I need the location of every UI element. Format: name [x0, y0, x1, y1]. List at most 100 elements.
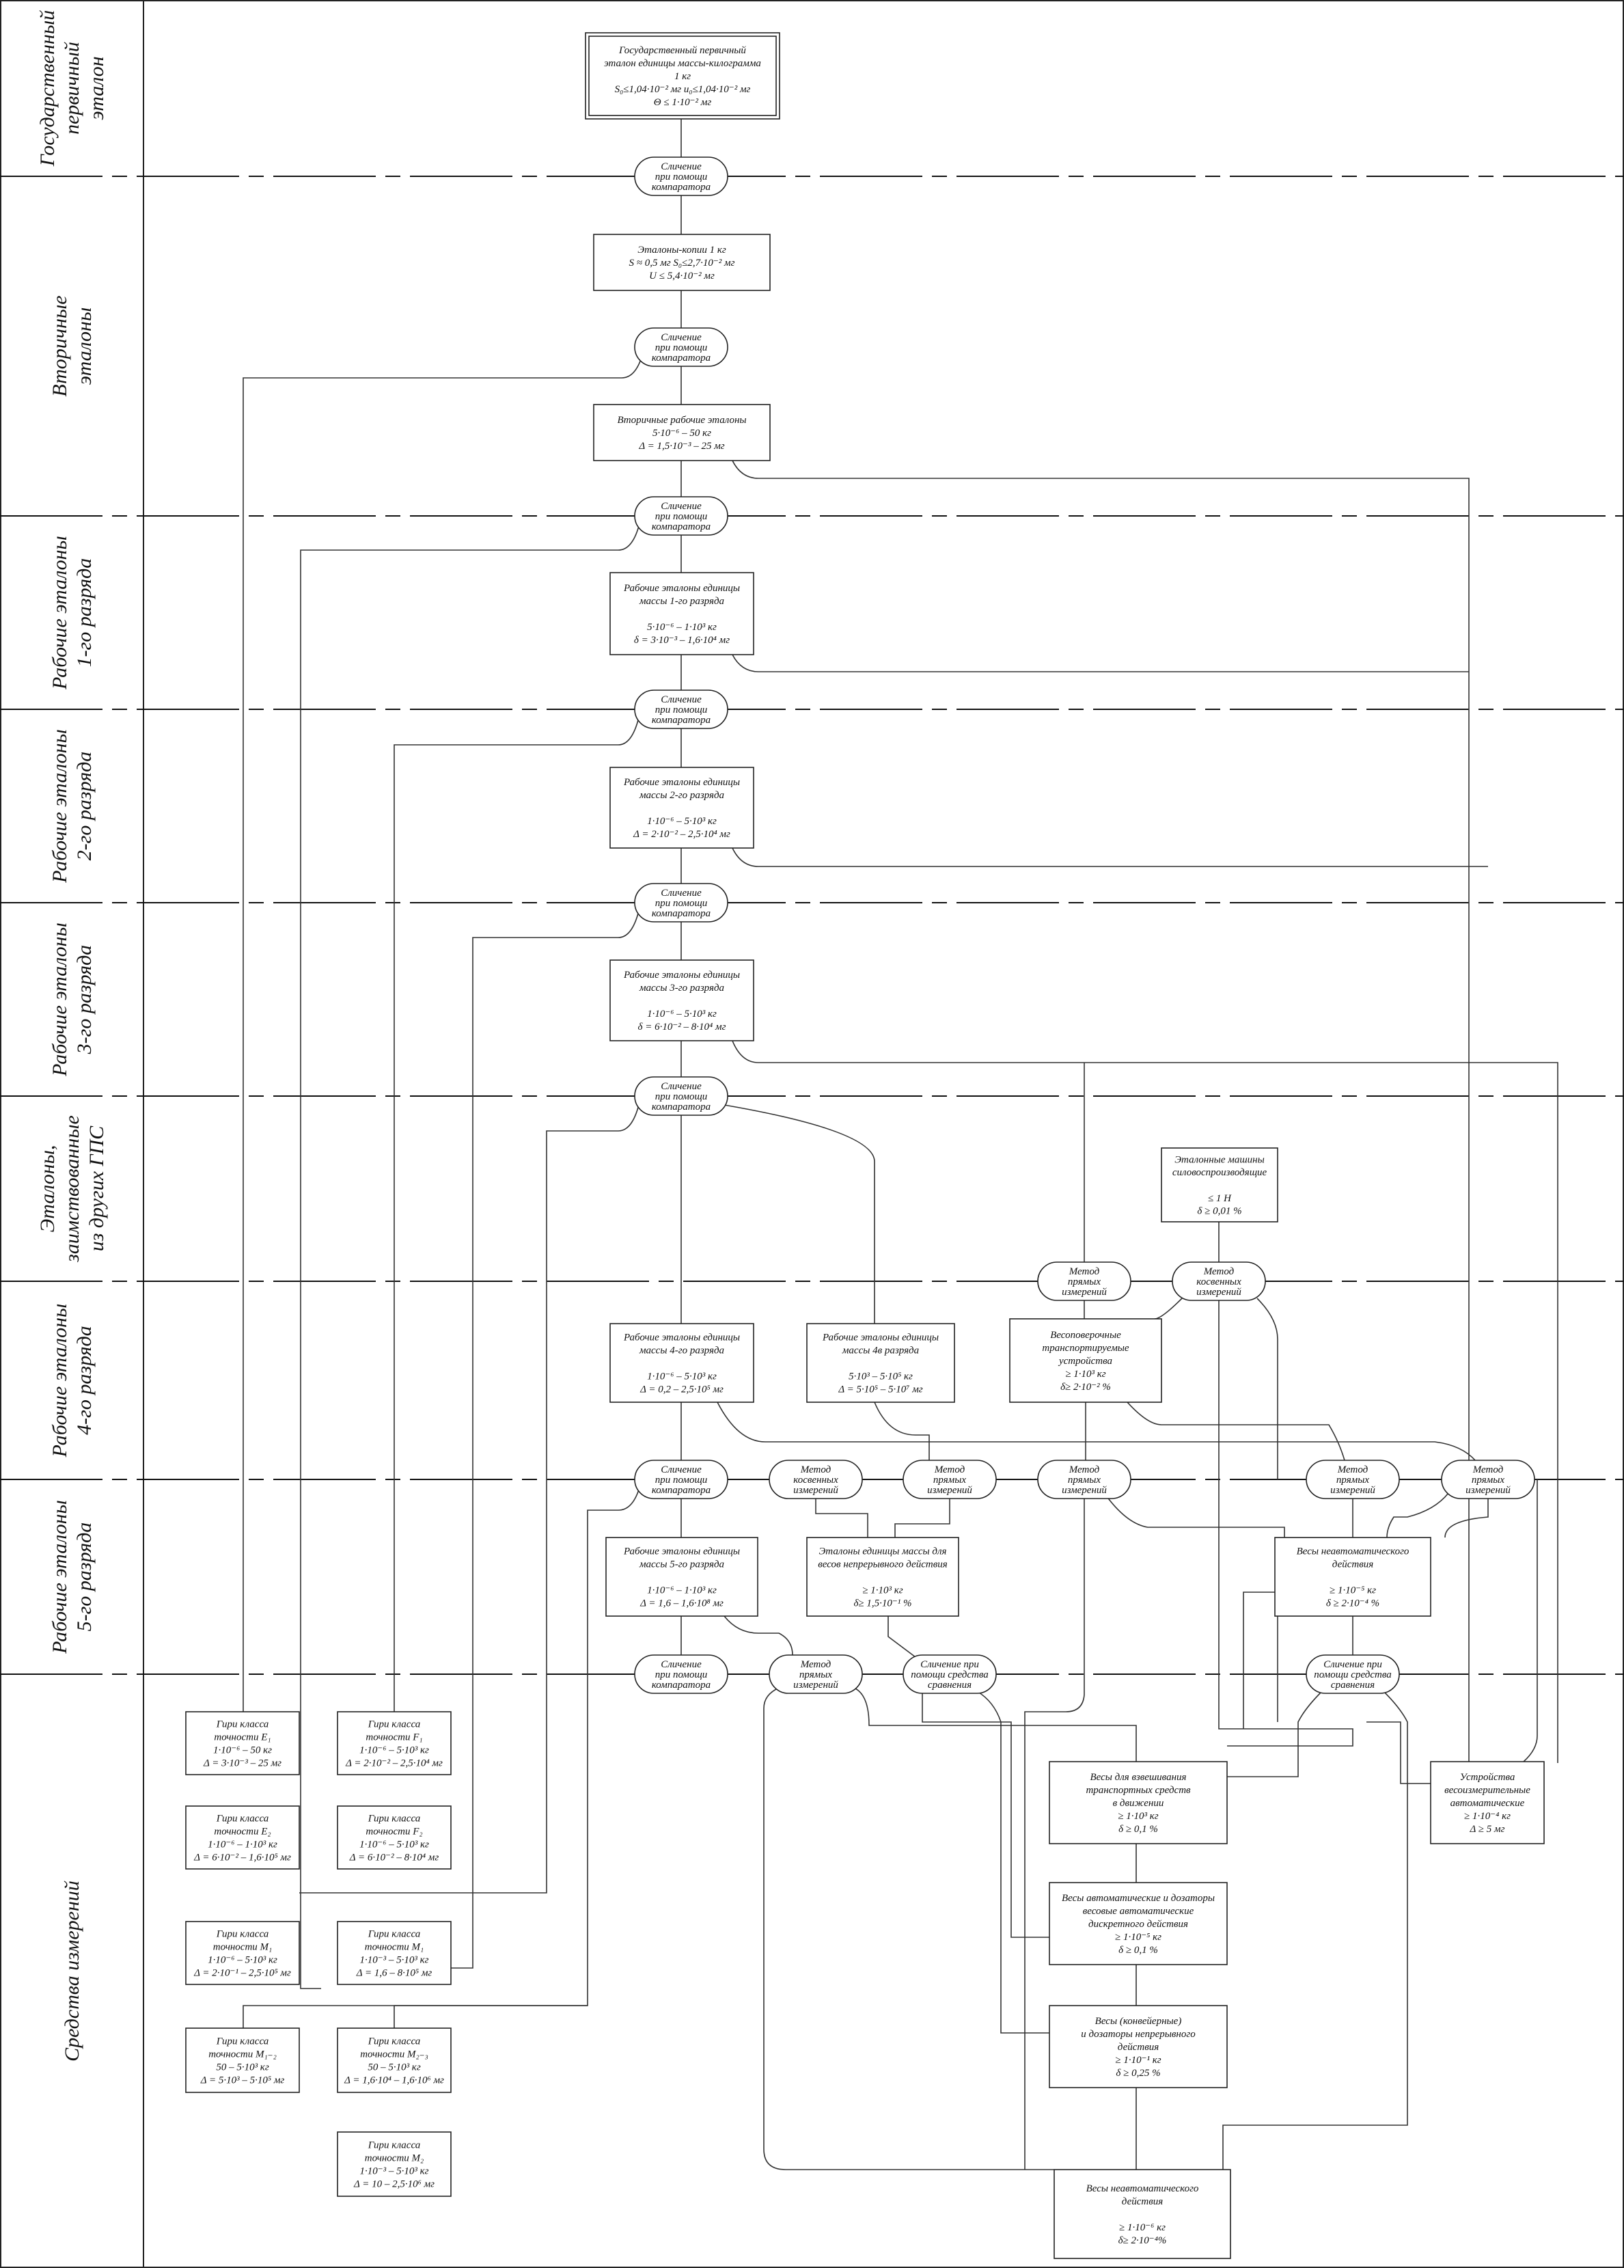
box-outline — [609, 1323, 754, 1403]
tier-label-line: Рабочие эталоны — [49, 923, 71, 1077]
node-text: Сличение при — [920, 1659, 979, 1670]
node-text: измерений — [793, 1680, 838, 1691]
box-text: массы 3-го разряда — [639, 983, 724, 994]
node-text: прямых — [1068, 1276, 1101, 1287]
box-text: δ ≥ 0,01 % — [1197, 1206, 1241, 1217]
node-text: Сличение — [661, 501, 702, 512]
box-outline — [1430, 1761, 1545, 1844]
node-text: измерений — [927, 1485, 972, 1496]
box-outline — [593, 404, 771, 461]
node-outline — [634, 496, 728, 536]
box-text: Рабочие эталоны единицы — [623, 970, 740, 981]
box-outline — [337, 1711, 452, 1775]
node-text: измерений — [1062, 1287, 1107, 1298]
box-text: Δ = 1,6·10⁴ – 1,6·10⁶ мг — [344, 2075, 444, 2086]
box-text: Δ ≥ 5 мг — [1470, 1824, 1505, 1835]
box-text: δ≥ 2·10⁻⁴% — [1118, 2235, 1167, 2246]
box-text: дискретного действия — [1088, 1919, 1188, 1930]
node-text: Сличение — [661, 1659, 702, 1670]
box-text: в движении — [1113, 1798, 1164, 1809]
connector-lines — [243, 119, 1558, 2170]
box-outline — [1274, 1537, 1431, 1617]
box-text: автоматические — [1450, 1798, 1525, 1809]
node-text: компаратора — [652, 521, 711, 532]
box-text: Рабочие эталоны единицы — [623, 1546, 740, 1557]
tier-label-line: Вторичные — [49, 295, 71, 396]
box-text: ≤ 1 Н — [1208, 1193, 1232, 1204]
box-inner-outline — [588, 36, 777, 116]
box-outline — [185, 1711, 300, 1775]
box-text: 50 – 5·10³ кг — [368, 2062, 421, 2073]
box-text: Δ = 10 – 2,5·10⁶ мг — [353, 2179, 435, 2190]
box-text: 1·10⁻⁶ – 5·10³ кг — [359, 1840, 429, 1850]
node-text: Метод — [800, 1659, 831, 1670]
node-text: Сличение — [661, 161, 702, 172]
node-text: при помощи — [655, 342, 708, 353]
node-outline — [1306, 1654, 1400, 1694]
node-text: прямых — [1472, 1475, 1505, 1486]
box-outline — [609, 959, 754, 1041]
box-text: U ≤ 5,4·10⁻² мг — [649, 271, 715, 282]
node-text: косвенных — [1196, 1276, 1241, 1287]
box-text: Гири класса — [368, 1929, 420, 1940]
tier-label-line: 4-го разряда — [73, 1326, 96, 1435]
box-text: ≥ 1·10⁻¹ кг — [1115, 2055, 1161, 2066]
box-text: δ≥ 2·10⁻² % — [1060, 1382, 1111, 1393]
box-text: и дозаторы непрерывного — [1081, 2029, 1196, 2040]
box-text: Δ = 1,6 – 1,6·10⁸ мг — [639, 1598, 724, 1609]
box-text: Δ = 1,6 – 8·10⁵ мг — [356, 1968, 432, 1979]
node-text: Сличение — [661, 888, 702, 899]
node-text: компаратора — [652, 1680, 711, 1691]
tier-label-line: Рабочие эталоны — [49, 536, 71, 690]
tier-label-line: Рабочие эталоны — [49, 729, 71, 884]
node-text: при помощи — [655, 1475, 708, 1486]
node-outline — [903, 1654, 997, 1694]
tier-label-line: Средства измерений — [61, 1881, 83, 2062]
box-text: Δ = 3·10⁻³ – 25 мг — [203, 1758, 281, 1769]
box-text: 1·10⁻⁶ – 5·10³ кг — [647, 816, 717, 827]
box-text: весовые автоматические — [1083, 1906, 1194, 1917]
node-outline — [769, 1460, 863, 1499]
node-outline — [634, 1460, 728, 1499]
box-text: силовоспроизводящие — [1172, 1167, 1267, 1178]
box-text: Государственный первичный — [618, 45, 746, 56]
box-text: ≥ 1·10⁻⁵ кг — [1115, 1932, 1161, 1943]
node-text: Метод — [800, 1464, 831, 1475]
node-outline — [634, 156, 728, 196]
box-text: δ ≥ 0,25 % — [1116, 2068, 1160, 2079]
node-text: Метод — [1203, 1266, 1235, 1277]
node-text: измерений — [1465, 1485, 1511, 1496]
node-text: сравнения — [1331, 1680, 1375, 1691]
box-text: действия — [1122, 2196, 1163, 2207]
node-text: при помощи — [655, 172, 708, 182]
node-text: прямых — [1336, 1475, 1370, 1486]
box-outline — [185, 1921, 300, 1985]
box-text: 5·10⁻⁶ – 1·10³ кг — [647, 622, 717, 633]
node-outline — [634, 883, 728, 923]
box-text: Гири класса — [216, 2036, 269, 2047]
box-outline — [337, 1921, 452, 1985]
node-text: измерений — [1330, 1485, 1375, 1496]
node-text: измерений — [1062, 1485, 1107, 1496]
node-outline — [1037, 1460, 1131, 1499]
box-text: ≥ 1·10³ кг — [1118, 1811, 1158, 1822]
tier-label-line: из других ГПС — [85, 1125, 108, 1252]
node-text: Сличение — [661, 1081, 702, 1092]
box-outline — [806, 1323, 955, 1403]
node-text: сравнения — [928, 1680, 972, 1691]
node-text: измерений — [793, 1485, 838, 1496]
box-text: 1·10⁻⁶ – 5·10³ кг — [647, 1009, 717, 1020]
